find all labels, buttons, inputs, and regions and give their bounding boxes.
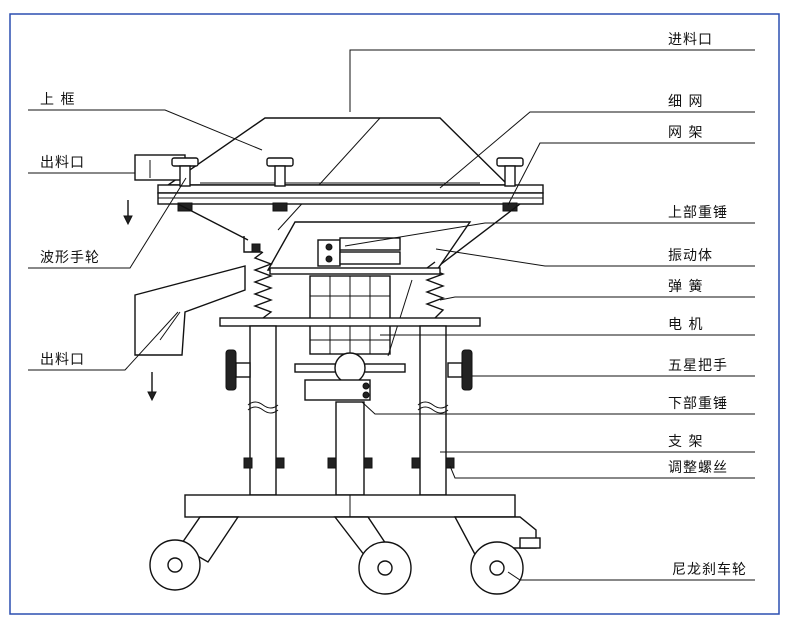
spring-bracket-bolt	[251, 243, 261, 253]
leader-lines	[28, 49, 755, 581]
motor-top-plate	[269, 267, 441, 275]
label-five-star-handle: 五星把手	[668, 358, 728, 374]
label-lower-weight: 下部重锤	[668, 396, 728, 412]
upper-frame-hopper	[165, 117, 510, 186]
label-outlet-top: 出料口	[40, 155, 85, 171]
label-feed-inlet: 进料口	[668, 32, 713, 48]
five-star-handle-left	[225, 349, 251, 391]
caster-wheel-left	[149, 516, 240, 591]
label-adjusting-screw: 调整螺丝	[668, 460, 728, 476]
spring-left	[253, 251, 273, 319]
down-arrow-top	[123, 200, 133, 226]
lower-weight	[294, 352, 406, 401]
label-outlet-bottom: 出料口	[40, 352, 85, 368]
motor	[309, 275, 391, 355]
nylon-brake-wheel	[453, 516, 541, 595]
motor-mounting-plate	[219, 317, 481, 327]
label-upper-weight: 上部重锤	[668, 205, 728, 221]
label-fine-mesh: 细 网	[668, 94, 703, 110]
diagram-border	[9, 13, 780, 615]
feed-tube-line	[277, 117, 381, 231]
machine	[123, 117, 544, 595]
label-mesh-frame: 网 架	[668, 125, 703, 141]
support-leg-right	[417, 325, 449, 496]
lower-cone-right	[435, 203, 521, 269]
label-upper-frame: 上 框	[40, 92, 75, 108]
label-spring: 弹 簧	[668, 279, 703, 295]
label-wave-hand-wheel: 波形手轮	[40, 250, 100, 266]
labels-right: 进料口 细 网 网 架 上部重锤 振动体 弹 簧 电 机 五星把手 下部重锤 支…	[668, 32, 747, 578]
screen-frame-bar-upper	[157, 184, 544, 194]
support-leg-left	[247, 325, 279, 496]
label-nylon-brake-wheel: 尼龙刹车轮	[672, 561, 747, 578]
label-motor: 电 机	[668, 317, 703, 333]
upper-weight	[317, 237, 401, 267]
lower-cone-left	[177, 203, 249, 241]
central-column	[335, 401, 365, 496]
adjusting-screws	[243, 457, 455, 469]
lower-outlet-detail	[159, 311, 181, 341]
label-vibrating-body: 振动体	[668, 248, 713, 264]
caster-wheel-center	[333, 516, 412, 595]
five-star-handle-right	[447, 349, 473, 391]
wave-hand-wheel-middle	[266, 157, 294, 212]
label-support-frame: 支 架	[668, 434, 703, 450]
down-arrow-bottom	[147, 372, 157, 402]
lower-outlet-chute	[134, 265, 246, 356]
labels-left: 上 框 出料口 波形手轮 出料口	[40, 92, 100, 368]
